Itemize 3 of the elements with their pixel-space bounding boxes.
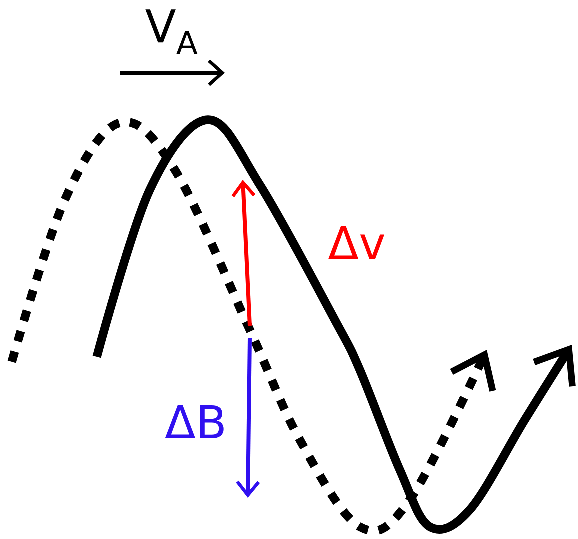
wave-label: V$_{A}$ — [146, 10, 198, 54]
wave-label: Δv — [328, 226, 385, 260]
wave-label: ΔB — [165, 406, 224, 439]
